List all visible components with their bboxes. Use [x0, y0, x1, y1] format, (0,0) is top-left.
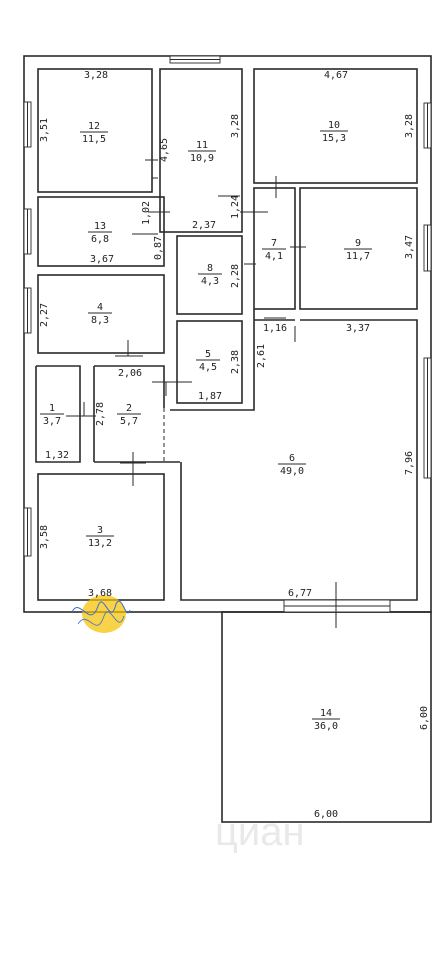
dim-r12-left: 3,51	[39, 118, 50, 142]
room-area: 11,5	[82, 134, 106, 145]
dim-r7-left: 1,24	[230, 195, 241, 219]
room-label-1: 1 3,7	[40, 403, 64, 427]
dim-r11-right: 3,28	[230, 114, 241, 138]
room-7-outline	[253, 187, 296, 310]
room-label-2: 2 5,7	[117, 403, 141, 427]
room-8-outline	[176, 235, 243, 315]
dim-r5-bottom: 1,87	[198, 391, 222, 402]
dim-r2-top: 2,06	[118, 368, 142, 379]
room-label-6: 6 49,0	[278, 453, 306, 477]
room-area: 36,0	[314, 721, 338, 732]
room-number: 3	[97, 525, 103, 536]
dim-r9-bottom: 3,37	[346, 323, 370, 334]
room-label-9: 9 11,7	[344, 238, 372, 262]
room-area: 6,8	[91, 234, 109, 245]
room-number: 12	[88, 121, 100, 132]
dim-r3-bottom: 3,68	[88, 588, 112, 599]
room-area: 5,7	[120, 416, 138, 427]
room-10-outline	[253, 68, 418, 184]
dim-r13-left: 1,02	[141, 201, 152, 225]
room-area: 3,7	[43, 416, 61, 427]
room-number: 9	[355, 238, 361, 249]
dim-r14-right: 6,00	[419, 706, 430, 730]
dim-r5-right: 2,38	[230, 350, 241, 374]
room-number: 1	[49, 403, 55, 414]
room-number: 8	[207, 263, 213, 274]
room-9-outline	[299, 187, 418, 310]
dim-r9-right: 3,47	[404, 235, 415, 259]
dim-r2-left: 2,78	[95, 402, 106, 426]
dim-r6-bottom: 6,77	[288, 588, 312, 599]
room-area: 11,7	[346, 251, 370, 262]
room-label-13: 13 6,8	[88, 221, 112, 245]
room-area: 15,3	[322, 133, 346, 144]
room-area: 4,5	[199, 362, 217, 373]
room-number: 5	[205, 349, 211, 360]
room-area: 13,2	[88, 538, 112, 549]
room-label-3: 3 13,2	[86, 525, 114, 549]
dim-r7-bottom: 1,16	[263, 323, 287, 334]
dim-r3-left: 3,58	[39, 525, 50, 549]
dim-r10-top: 4,67	[324, 70, 348, 81]
room-number: 7	[271, 238, 277, 249]
room-number: 6	[289, 453, 295, 464]
dim-r12-top: 3,28	[84, 70, 108, 81]
dim-r1-bottom: 1,32	[45, 450, 69, 461]
room-label-4: 4 8,3	[88, 302, 112, 326]
room-area: 8,3	[91, 315, 109, 326]
room-label-8: 8 4,3	[198, 263, 222, 287]
room-number: 2	[126, 403, 132, 414]
room-number: 10	[328, 120, 340, 131]
room-2-outline	[94, 365, 165, 408]
dim-r13-bottom: 3,67	[90, 254, 114, 265]
room-6-outline	[180, 319, 418, 601]
dim-r8-right: 2,28	[230, 264, 241, 288]
dim-r6-right: 7,96	[404, 451, 415, 475]
room-label-10: 10 15,3	[320, 120, 348, 144]
room-number: 4	[97, 302, 103, 313]
room-number: 11	[196, 140, 208, 151]
dim-r11-bottom: 2,37	[192, 220, 216, 231]
dim-r10-right: 3,28	[404, 114, 415, 138]
room-13-outline	[37, 196, 165, 267]
room-area: 49,0	[280, 466, 304, 477]
room-number: 14	[320, 708, 332, 719]
room-number: 13	[94, 221, 106, 232]
room-3-outline	[37, 473, 165, 601]
room-area: 10,9	[190, 153, 214, 164]
room-12-outline	[37, 68, 153, 193]
dim-r13-right: 0,87	[153, 236, 164, 260]
watermark: циан	[215, 810, 305, 854]
room-label-7: 7 4,1	[262, 238, 286, 262]
dim-r5-outer: 2,61	[256, 344, 267, 368]
room-label-11: 11 10,9	[188, 140, 216, 164]
dim-r11-left: 4,65	[159, 138, 170, 162]
room-area: 4,3	[201, 276, 219, 287]
yellow-scribble	[71, 595, 131, 633]
room-4-outline	[37, 274, 165, 354]
room-5-outline	[176, 320, 243, 404]
room-label-14: 14 36,0	[312, 708, 340, 732]
room-1-outline	[35, 365, 81, 463]
room-area: 4,1	[265, 251, 283, 262]
room-11-outline	[159, 68, 243, 233]
dim-r4-left: 2,27	[39, 303, 50, 327]
dim-r14-bottom: 6,00	[314, 809, 338, 820]
room-label-12: 12 11,5	[80, 121, 108, 145]
room-label-5: 5 4,5	[196, 349, 220, 373]
